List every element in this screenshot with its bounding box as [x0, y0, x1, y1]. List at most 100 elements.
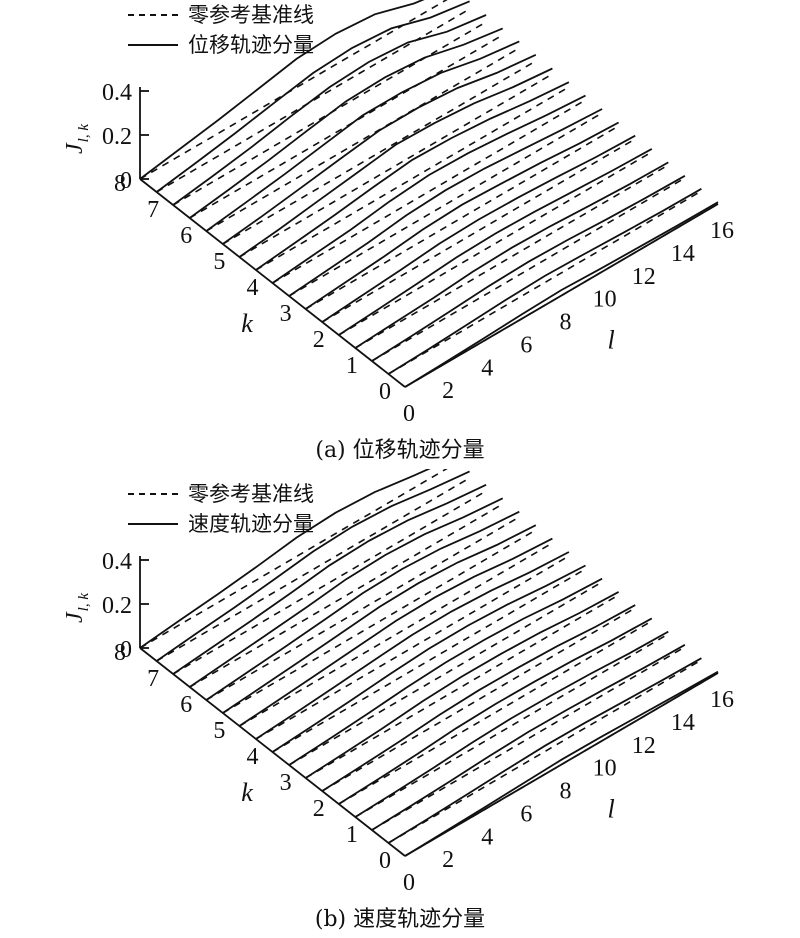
k-tick-label: 6 [180, 223, 192, 249]
legend-swatch-dashed [128, 14, 178, 16]
trajectory-line [172, 483, 487, 675]
z-tick-label: 0.4 [102, 549, 132, 575]
reference-line [139, 469, 448, 649]
l-tick-label: 4 [481, 824, 493, 850]
z-tick-label: 0.2 [102, 124, 132, 150]
l-tick-label: 14 [671, 241, 695, 267]
legend-entry-reference: 零参考基准线 [128, 479, 314, 509]
k-tick-label: 4 [247, 744, 259, 770]
l-tick-label: 10 [593, 287, 617, 313]
reference-line [189, 503, 504, 688]
reference-line [387, 190, 702, 375]
l-tick-label: 6 [520, 332, 532, 358]
trajectory-line [189, 27, 504, 219]
l-axis-label: l [608, 794, 615, 823]
trajectory-line [255, 81, 570, 271]
reference-line [338, 620, 653, 805]
trajectory-line [354, 630, 669, 818]
trajectory-line [156, 470, 470, 662]
l-tick-label: 6 [520, 801, 532, 827]
reference-line [321, 607, 636, 792]
reference-line [288, 581, 603, 766]
l-axis-label: l [608, 325, 615, 354]
legend-swatch-solid [128, 523, 178, 525]
reference-line [255, 555, 570, 740]
trajectory-line [338, 148, 653, 336]
k-tick-label: 3 [280, 770, 292, 796]
reference-line [156, 477, 471, 662]
trajectory-line [288, 108, 603, 297]
legend: 零参考基准线 位移轨迹分量 [128, 0, 314, 60]
trajectory-line [238, 67, 553, 258]
reference-line [238, 542, 553, 727]
trajectory-line [404, 201, 719, 388]
trajectory-line [272, 564, 586, 753]
k-tick-label: 4 [247, 275, 259, 301]
z-tick-label: 0 [120, 637, 132, 663]
trajectory-line [156, 0, 470, 193]
reference-line [205, 516, 520, 701]
k-tick-label: 0 [379, 848, 391, 874]
z-axis-label: Jl, k [62, 593, 92, 623]
k-tick-label: 7 [147, 666, 159, 692]
trajectory-line [288, 577, 603, 766]
l-tick-label: 12 [632, 264, 656, 290]
reference-line [156, 8, 471, 193]
l-tick-label: 8 [560, 779, 572, 805]
trajectory-line [371, 175, 686, 362]
trajectory-line [404, 670, 719, 857]
l-tick-label: 10 [593, 756, 617, 782]
trajectory-line [387, 657, 702, 844]
reference-line [139, 0, 448, 180]
trajectory-line [305, 121, 620, 310]
k-tick-label: 8 [114, 171, 126, 197]
trajectory-line [338, 617, 653, 805]
trajectory-line [271, 94, 586, 284]
l-tick-label: 12 [632, 733, 656, 759]
l-tick-label: 8 [560, 310, 572, 336]
reference-line [238, 73, 553, 258]
trajectory-line [205, 40, 520, 232]
reference-line [371, 646, 686, 831]
reference-line [371, 177, 686, 362]
reference-line [288, 112, 603, 297]
reference-line [305, 125, 620, 310]
trajectory-line [238, 537, 553, 727]
k-tick-label: 5 [213, 718, 225, 744]
k-tick-label: 1 [346, 353, 358, 379]
reference-line [354, 633, 669, 818]
k-tick-label: 2 [313, 796, 325, 822]
chart-caption: (b) 速度轨迹分量 [314, 907, 486, 932]
trajectory-line [139, 469, 431, 649]
legend-label: 速度轨迹分量 [188, 512, 314, 536]
trajectory-line [139, 0, 425, 180]
l-tick-label: 14 [671, 710, 695, 736]
k-tick-label: 0 [379, 379, 391, 405]
z-tick-label: 0.4 [102, 80, 132, 106]
k-axis-label: k [241, 778, 253, 807]
l-tick-label: 16 [710, 218, 734, 244]
l-tick-label: 4 [481, 355, 493, 381]
trajectory-line [222, 524, 537, 714]
trajectory-line [321, 134, 636, 323]
reference-line [272, 99, 586, 284]
reference-line [305, 594, 620, 779]
l-tick-label: 0 [403, 870, 415, 896]
k-tick-label: 7 [147, 197, 159, 223]
reference-line [354, 164, 669, 349]
l-tick-label: 2 [442, 378, 454, 404]
trajectory-line [205, 510, 520, 701]
legend-label: 位移轨迹分量 [188, 33, 314, 57]
reference-line [172, 490, 487, 675]
k-tick-label: 1 [346, 822, 358, 848]
z-axis-label: Jl, k [62, 124, 92, 154]
reference-line [404, 203, 719, 388]
trajectory-line [321, 604, 636, 792]
trajectory-line [255, 551, 570, 740]
reference-line [321, 138, 636, 323]
reference-line [172, 21, 487, 206]
